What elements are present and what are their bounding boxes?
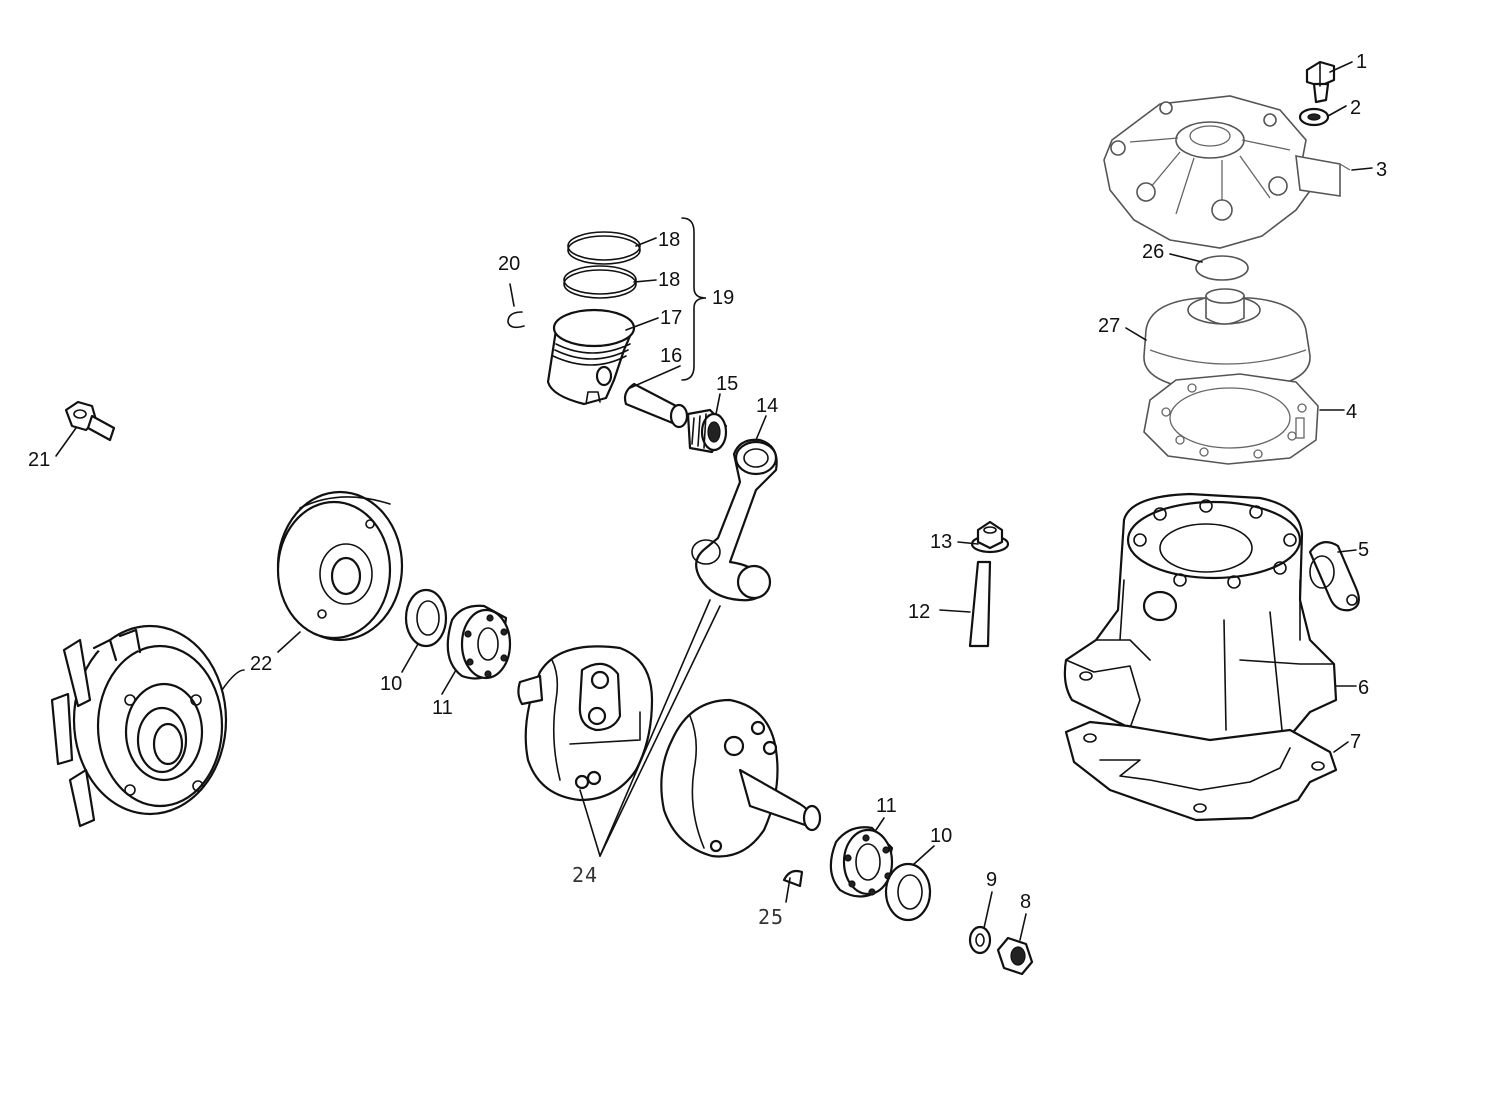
callout-24: 24 <box>572 863 598 887</box>
callout-9: 9 <box>986 869 997 891</box>
clutch-basket <box>50 624 228 828</box>
part-20-circlip <box>507 311 525 329</box>
part-8-nut <box>996 936 1034 976</box>
callout-4: 4 <box>1346 401 1357 423</box>
callout-7: 7 <box>1350 731 1361 753</box>
callout-1: 1 <box>1356 51 1367 73</box>
callout-14: 14 <box>756 395 778 417</box>
part-7-base-gasket <box>1064 720 1338 822</box>
part-25-woodruff-key <box>782 869 804 888</box>
callout-26: 26 <box>1142 241 1164 263</box>
callout-21: 21 <box>28 449 50 471</box>
part-6-cylinder <box>1063 492 1338 751</box>
callout-6: 6 <box>1358 677 1369 699</box>
part-24-crank-half-left <box>517 645 654 802</box>
callout-3: 3 <box>1376 159 1387 181</box>
callout-8: 8 <box>1020 891 1031 913</box>
leader-lines <box>55 61 1373 941</box>
part-18-piston-ring-lower <box>563 265 637 299</box>
part-15-needle-bearing <box>686 408 728 454</box>
callout-11-right: 11 <box>876 795 897 817</box>
callout-25: 25 <box>758 905 784 929</box>
part-24-crank-half-right <box>660 698 822 858</box>
callout-10-left: 10 <box>380 673 402 695</box>
part-9-washer <box>968 925 992 955</box>
callout-13: 13 <box>930 531 952 553</box>
part-5-exhaust-gasket <box>1308 541 1361 612</box>
part-13-flange-nut <box>970 520 1010 554</box>
callout-22: 22 <box>250 653 272 675</box>
part-10-seal-right <box>884 862 932 922</box>
part-12-stud <box>968 560 992 648</box>
part-27-head-insert <box>1143 288 1311 393</box>
callout-19: 19 <box>712 287 734 309</box>
part-26-o-ring <box>1195 255 1249 281</box>
callout-5: 5 <box>1358 539 1369 561</box>
part-1-bolt <box>1305 60 1336 104</box>
part-11-bearing-left <box>446 604 512 680</box>
callout-15: 15 <box>716 373 738 395</box>
part-4-head-gasket <box>1143 373 1319 465</box>
part-11-bearing-right <box>829 826 894 898</box>
part-21-bolt <box>64 400 116 442</box>
callout-20: 20 <box>498 253 520 275</box>
callout-10-right: 10 <box>930 825 952 847</box>
part-14-connecting-rod <box>691 438 778 602</box>
part-22-pressure-plate <box>276 490 404 642</box>
callout-labels: 1 2 3 4 5 6 7 8 9 10 10 11 11 12 13 14 1… <box>28 51 1387 929</box>
callout-27: 27 <box>1098 315 1120 337</box>
callout-16: 16 <box>660 345 682 367</box>
part-3-cylinder-head-cover <box>1103 95 1351 249</box>
callout-18-lower: 18 <box>658 269 680 291</box>
callout-11-left: 11 <box>432 697 453 719</box>
part-2-washer <box>1298 107 1330 127</box>
callout-18-upper: 18 <box>658 229 680 251</box>
part-16-piston-pin <box>623 382 689 429</box>
callout-2: 2 <box>1350 97 1361 119</box>
part-10-seal-left <box>404 588 448 648</box>
part-17-piston <box>546 308 636 406</box>
callout-12: 12 <box>908 601 930 623</box>
callout-17: 17 <box>660 307 682 329</box>
part-18-piston-ring-upper <box>567 231 641 265</box>
